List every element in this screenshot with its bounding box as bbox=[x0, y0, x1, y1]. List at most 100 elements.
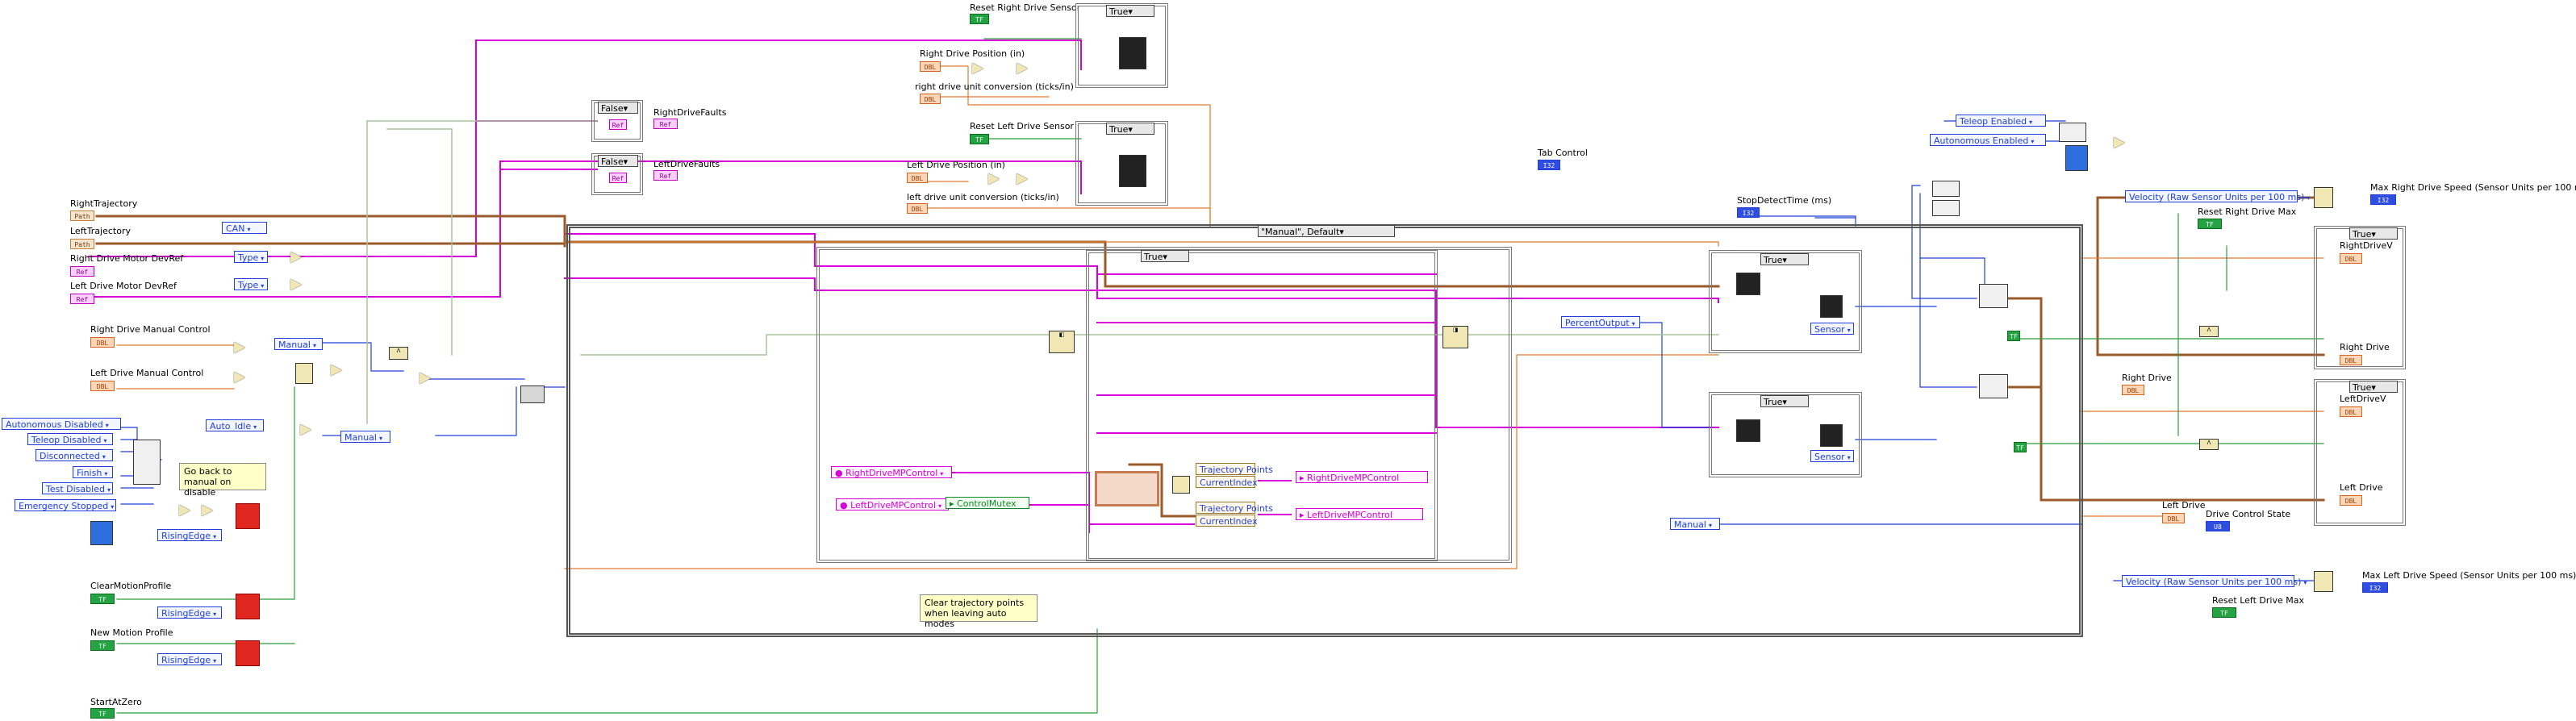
reset-left-drive-sensor-control[interactable]: TF bbox=[970, 134, 989, 144]
right-drive-faults-indicator: Ref bbox=[653, 119, 678, 129]
max-node-bottom bbox=[2314, 571, 2333, 592]
left-drive-unit-conversion-control[interactable]: DBL bbox=[907, 203, 928, 214]
case-selector-right-faults[interactable]: False▾ bbox=[598, 102, 638, 114]
velocity-enum-bottom[interactable]: Velocity (Raw Sensor Units per 100 ms)▾ bbox=[2122, 575, 2307, 587]
test-disabled-enum[interactable]: Test Disabled▾ bbox=[42, 482, 113, 494]
left-trajectory-control[interactable]: Path bbox=[70, 239, 94, 249]
case-selector-inner[interactable]: True▾ bbox=[1141, 250, 1189, 262]
velocity-enum-top[interactable]: Velocity (Raw Sensor Units per 100 ms)▾ bbox=[2125, 190, 2310, 202]
case-selector-left-v[interactable]: True▾ bbox=[2349, 381, 2398, 393]
drive-control-state-indicator: U8 bbox=[2206, 521, 2230, 531]
left-drive-faults-indicator: Ref bbox=[653, 170, 678, 181]
reset-left-drive-sensor-label: Reset Left Drive Sensor bbox=[970, 121, 1074, 131]
finish-enum[interactable]: Finish▾ bbox=[73, 466, 113, 478]
left-drive-v-label: LeftDriveV bbox=[2340, 394, 2386, 404]
type-enum-right[interactable]: Type▾ bbox=[234, 251, 268, 263]
rising-edge-enum-3[interactable]: RisingEdge▾ bbox=[157, 653, 222, 665]
teleop-enabled-enum[interactable]: Teleop Enabled▾ bbox=[1956, 115, 2046, 127]
manual-enum-top[interactable]: Manual▾ bbox=[274, 338, 323, 350]
left-position-convert bbox=[1017, 173, 1028, 185]
case-structure-inner: True▾ bbox=[1086, 250, 1438, 561]
left-manual-control[interactable]: DBL bbox=[90, 381, 115, 391]
robot-state-node-right bbox=[2065, 145, 2088, 171]
rising-edge-enum-1[interactable]: RisingEdge▾ bbox=[157, 529, 222, 541]
semaphore-acquire-node: ◧ bbox=[1049, 331, 1075, 353]
clear-motion-profile-label: ClearMotionProfile bbox=[90, 581, 172, 591]
left-drive-position-control[interactable]: DBL bbox=[907, 173, 928, 183]
drive-output-bundle-bottom bbox=[1979, 374, 2008, 398]
reset-right-drive-max-control[interactable]: TF bbox=[2198, 219, 2222, 229]
right-drive-position-control[interactable]: DBL bbox=[920, 61, 941, 72]
sensor-enum-top[interactable]: Sensor▾ bbox=[1810, 323, 1854, 335]
left-trajectory-label: LeftTrajectory bbox=[70, 226, 132, 236]
manual-enum-mid[interactable]: Manual▾ bbox=[340, 431, 390, 443]
right-mp-control-ref-enum[interactable]: ● RightDriveMPControl▾ bbox=[831, 466, 952, 478]
state-array-node bbox=[2059, 123, 2086, 142]
emergency-stopped-enum[interactable]: Emergency Stopped▾ bbox=[15, 499, 116, 511]
sensor-enum-bottom[interactable]: Sensor▾ bbox=[1810, 450, 1854, 462]
right-drive-position-label: Right Drive Position (in) bbox=[920, 48, 1025, 59]
build-array-node bbox=[133, 440, 161, 485]
right-mp-control-out[interactable]: ▸ RightDriveMPControl bbox=[1296, 471, 1428, 483]
clear-motion-profile-control[interactable]: TF bbox=[90, 594, 115, 604]
right-manual-control[interactable]: DBL bbox=[90, 337, 115, 348]
true-const-bottom: TF bbox=[2014, 442, 2027, 452]
note-go-back-manual: Go back to manual on disable bbox=[179, 463, 266, 498]
left-drive-faults-label: LeftDriveFaults bbox=[653, 159, 720, 169]
case-selector-main[interactable]: "Manual", Default▾ bbox=[1258, 225, 1395, 237]
left-drive-inner-indicator: DBL bbox=[2162, 513, 2185, 523]
case-selector-sensor-bottom[interactable]: True▾ bbox=[1760, 395, 1809, 407]
equals-left-type bbox=[290, 279, 302, 290]
reset-left-drive-max-control[interactable]: TF bbox=[2212, 607, 2236, 618]
left-motor-devref-control[interactable]: Ref bbox=[70, 294, 94, 304]
autonomous-enabled-enum[interactable]: Autonomous Enabled▾ bbox=[1930, 134, 2046, 146]
left-drive-inner-label: Left Drive bbox=[2162, 500, 2206, 511]
left-mp-control-out[interactable]: ▸ LeftDriveMPControl bbox=[1296, 508, 1423, 520]
teleop-disabled-enum[interactable]: Teleop Disabled▾ bbox=[27, 433, 113, 445]
case-selector-reset-left[interactable]: True▾ bbox=[1106, 123, 1154, 135]
start-at-zero-control[interactable]: TF bbox=[90, 708, 115, 719]
case-structure-right-v: True▾ RightDriveV DBL Right Drive DBL bbox=[2314, 226, 2406, 369]
left-drive-v-indicator: DBL bbox=[2340, 406, 2362, 417]
control-mutex-enum[interactable]: ▸ ControlMutex bbox=[946, 497, 1029, 509]
case-selector-right-v[interactable]: True▾ bbox=[2349, 227, 2398, 240]
auto-idle-enum[interactable]: Auto_Idle▾ bbox=[206, 419, 264, 431]
right-motor-devref-control[interactable]: Ref bbox=[70, 266, 94, 277]
trajectory-points-enum-2[interactable]: Trajectory Points bbox=[1196, 502, 1273, 514]
double-wires bbox=[116, 65, 2324, 569]
type-enum-left[interactable]: Type▾ bbox=[234, 278, 268, 290]
case-selector-sensor-top[interactable]: True▾ bbox=[1760, 253, 1809, 265]
select-state-node bbox=[520, 386, 545, 403]
manual-left-compare bbox=[234, 372, 245, 383]
current-index-enum-2[interactable]: CurrentIndex bbox=[1196, 515, 1258, 527]
reset-left-drive-max-label: Reset Left Drive Max bbox=[2212, 595, 2304, 606]
right-trajectory-control[interactable]: Path bbox=[70, 210, 94, 221]
current-index-enum-1[interactable]: CurrentIndex bbox=[1196, 476, 1258, 488]
start-at-zero-label: StartAtZero bbox=[90, 697, 142, 707]
reset-right-drive-sensor-control[interactable]: TF bbox=[970, 14, 989, 24]
can-enum[interactable]: CAN▾ bbox=[222, 222, 267, 234]
index-node bbox=[1172, 476, 1190, 494]
right-drive-v-indicator: DBL bbox=[2340, 253, 2362, 264]
case-selector-reset-right[interactable]: True▾ bbox=[1106, 5, 1154, 17]
max-right-speed-indicator: I32 bbox=[2370, 194, 2396, 205]
true-const-top: TF bbox=[2007, 331, 2020, 341]
autonomous-disabled-enum[interactable]: Autonomous Disabled▾ bbox=[2, 418, 121, 430]
disconnected-enum[interactable]: Disconnected▾ bbox=[35, 449, 113, 461]
in-range-compare bbox=[179, 505, 190, 516]
reset-right-drive-max-label: Reset Right Drive Max bbox=[2198, 206, 2297, 217]
stop-detect-time-control[interactable]: I32 bbox=[1737, 207, 1760, 218]
edge-detect-node-3 bbox=[236, 640, 260, 666]
case-structure-mp-state bbox=[816, 247, 1512, 563]
right-drive-unit-conversion-control[interactable]: DBL bbox=[920, 94, 941, 104]
manual-enum-right[interactable]: Manual▾ bbox=[1670, 518, 1720, 530]
new-motion-profile-control[interactable]: TF bbox=[90, 640, 115, 651]
rising-edge-enum-2[interactable]: RisingEdge▾ bbox=[157, 606, 222, 619]
case-selector-left-faults[interactable]: False▾ bbox=[598, 155, 638, 167]
right-drive-v-label: RightDriveV bbox=[2340, 240, 2393, 251]
left-mp-control-ref-enum[interactable]: ● LeftDriveMPControl▾ bbox=[836, 498, 949, 511]
robot-state-node bbox=[90, 521, 113, 545]
trajectory-points-enum-1[interactable]: Trajectory Points bbox=[1196, 463, 1273, 475]
stop-detect-time-label: StopDetectTime (ms) bbox=[1737, 195, 1832, 206]
percent-output-enum[interactable]: PercentOutput▾ bbox=[1561, 316, 1640, 328]
